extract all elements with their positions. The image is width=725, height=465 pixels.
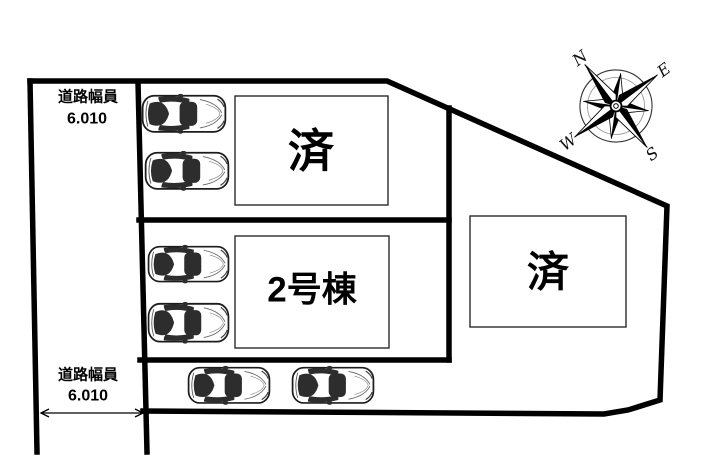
compass-east-label: E: [653, 59, 675, 82]
building-label-lot1: 済: [288, 125, 335, 177]
road-width-value-top: 6.010: [67, 111, 107, 128]
road-right-edge: [135, 79, 150, 455]
compass-west-label: W: [556, 129, 582, 155]
car-icon: [291, 364, 375, 406]
car-icon: [187, 364, 271, 406]
parcel-outer-boundary: [27, 78, 670, 417]
road-left-edge: [27, 78, 40, 455]
road-width-value-bottom: 6.010: [68, 388, 108, 405]
road-width-dimension-arrow: [39, 408, 145, 418]
building-label-lot3: 済: [527, 249, 570, 296]
building-outline-lot1: [234, 95, 389, 206]
car-icon: [147, 300, 230, 345]
compass-north-label: N: [568, 46, 592, 71]
car-icon: [147, 243, 230, 285]
compass-south-label: S: [642, 143, 662, 165]
car-icon: [141, 92, 227, 135]
car-icon: [144, 149, 230, 192]
building-outline-lot2: [234, 235, 390, 349]
road-width-label-bottom: 道路幅員: [58, 366, 118, 384]
building-outline-lot3: [469, 215, 627, 328]
compass-rose-icon: N E S W: [556, 46, 675, 165]
road-width-label-top: 道路幅員: [58, 88, 118, 106]
building-label-lot2: 2号棟: [267, 271, 357, 310]
